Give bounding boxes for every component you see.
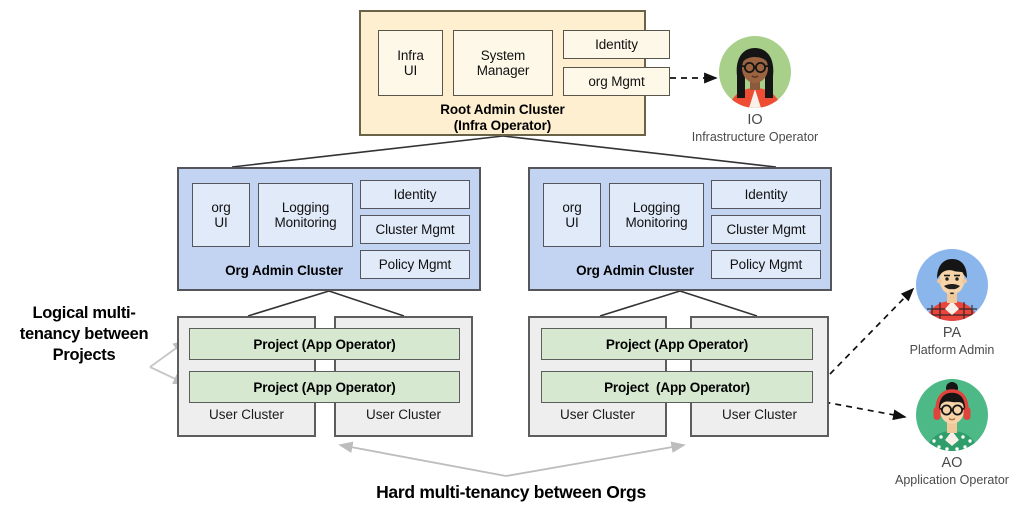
org-admin-cluster-left-title: Org Admin Cluster xyxy=(179,263,357,279)
persona-io-role: Infrastructure Operator xyxy=(691,130,819,144)
module-infra-ui-line2: UI xyxy=(403,63,418,78)
persona-pa-role: Platform Admin xyxy=(909,343,995,357)
module-system-manager-line2: Manager xyxy=(476,63,530,78)
module-logging-line2: Monitoring xyxy=(625,215,688,230)
avatar-application-operator xyxy=(916,379,988,451)
avatar-pa-icon xyxy=(926,259,978,321)
module-org-ui[interactable]: org UI xyxy=(543,183,601,247)
module-infra-ui[interactable]: Infra UI xyxy=(378,30,443,96)
root-admin-cluster-title: Root Admin Cluster (Infra Operator) xyxy=(361,102,644,134)
user-cluster-2-label: User Cluster xyxy=(365,407,441,422)
project-bar-4[interactable]: Project (App Operator) xyxy=(541,371,813,403)
module-logging-line2: Monitoring xyxy=(274,215,337,230)
org-admin-cluster-right-title: Org Admin Cluster xyxy=(530,263,708,279)
module-cluster-mgmt-label: Cluster Mgmt xyxy=(726,222,806,237)
module-org-ui-line2: UI xyxy=(214,215,228,230)
module-logging-line1: Logging xyxy=(281,200,330,215)
user-cluster-3-label: User Cluster xyxy=(559,407,635,422)
module-org-ui-label: org UI xyxy=(211,200,230,230)
user-cluster-4-label: User Cluster xyxy=(721,407,797,422)
module-org-ui-line2: UI xyxy=(565,215,579,230)
module-org-ui-label: org UI xyxy=(562,200,581,230)
edge-hard-multitenancy xyxy=(338,441,686,477)
persona-application-operator[interactable]: AO Application Operator xyxy=(877,379,1022,488)
root-admin-cluster-title-line1: Root Admin Cluster xyxy=(440,102,565,117)
module-logging-monitoring-label: Logging Monitoring xyxy=(625,200,687,230)
module-logging-monitoring-label: Logging Monitoring xyxy=(274,200,336,230)
user-cluster-1-label: User Cluster xyxy=(208,407,284,422)
module-logging-monitoring[interactable]: Logging Monitoring xyxy=(609,183,704,247)
root-admin-cluster[interactable]: Infra UI System Manager Identity org Mgm… xyxy=(359,10,670,136)
project-bar-2[interactable]: Project (App Operator) xyxy=(189,371,460,403)
module-org-mgmt-label: org Mgmt xyxy=(588,74,645,89)
org-admin-cluster-left-title-text: Org Admin Cluster xyxy=(225,263,343,278)
module-policy-mgmt[interactable]: Policy Mgmt xyxy=(360,250,470,279)
edge-org-right-to-user-clusters xyxy=(599,290,758,317)
persona-io-code: IO xyxy=(747,112,763,128)
module-identity-label: Identity xyxy=(595,37,638,52)
module-policy-mgmt-label: Policy Mgmt xyxy=(729,257,803,272)
module-logging-line1: Logging xyxy=(632,200,681,215)
persona-pa-code: PA xyxy=(942,325,962,341)
module-cluster-mgmt[interactable]: Cluster Mgmt xyxy=(360,215,470,244)
persona-infrastructure-operator[interactable]: IO Infrastructure Operator xyxy=(680,36,830,145)
avatar-infrastructure-operator xyxy=(719,36,791,108)
org-admin-cluster-right[interactable]: org UI Logging Monitoring Identity Clust… xyxy=(528,167,832,291)
avatar-io-icon xyxy=(729,48,781,108)
org-admin-cluster-right-title-text: Org Admin Cluster xyxy=(576,263,694,278)
module-policy-mgmt-label: Policy Mgmt xyxy=(378,257,452,272)
module-identity[interactable]: Identity xyxy=(360,180,470,209)
persona-ao-code: AO xyxy=(941,455,963,471)
module-cluster-mgmt[interactable]: Cluster Mgmt xyxy=(711,215,821,244)
module-identity[interactable]: Identity xyxy=(563,30,670,59)
avatar-ao-icon xyxy=(926,382,978,451)
project-bar-1[interactable]: Project (App Operator) xyxy=(189,328,460,360)
module-org-ui-line1: org xyxy=(211,200,231,215)
avatar-platform-admin xyxy=(916,249,988,321)
persona-ao-role: Application Operator xyxy=(895,473,1009,487)
root-admin-cluster-title-line2: (Infra Operator) xyxy=(453,118,552,133)
module-org-ui[interactable]: org UI xyxy=(192,183,250,247)
edge-org-left-to-user-clusters xyxy=(247,290,405,317)
module-org-ui-line1: org xyxy=(562,200,582,215)
module-cluster-mgmt-label: Cluster Mgmt xyxy=(375,222,455,237)
org-admin-cluster-left[interactable]: org UI Logging Monitoring Identity Clust… xyxy=(177,167,481,291)
module-logging-monitoring[interactable]: Logging Monitoring xyxy=(258,183,353,247)
module-identity-label: Identity xyxy=(744,187,788,202)
module-identity[interactable]: Identity xyxy=(711,180,821,209)
hard-multitenancy-note: Hard multi-tenancy between Orgs xyxy=(376,482,646,502)
persona-platform-admin[interactable]: PA Platform Admin xyxy=(877,249,1022,358)
module-system-manager-line1: System xyxy=(480,48,526,63)
module-org-mgmt[interactable]: org Mgmt xyxy=(563,67,670,96)
module-infra-ui-label: Infra UI xyxy=(397,48,424,78)
logical-multitenancy-note: Logical multi-tenancy between Projects xyxy=(19,304,149,364)
module-identity-label: Identity xyxy=(393,187,437,202)
module-system-manager[interactable]: System Manager xyxy=(453,30,553,96)
project-bar-3[interactable]: Project (App Operator) xyxy=(541,328,813,360)
module-system-manager-label: System Manager xyxy=(477,48,530,78)
module-policy-mgmt[interactable]: Policy Mgmt xyxy=(711,250,821,279)
module-infra-ui-line1: Infra xyxy=(397,48,424,63)
